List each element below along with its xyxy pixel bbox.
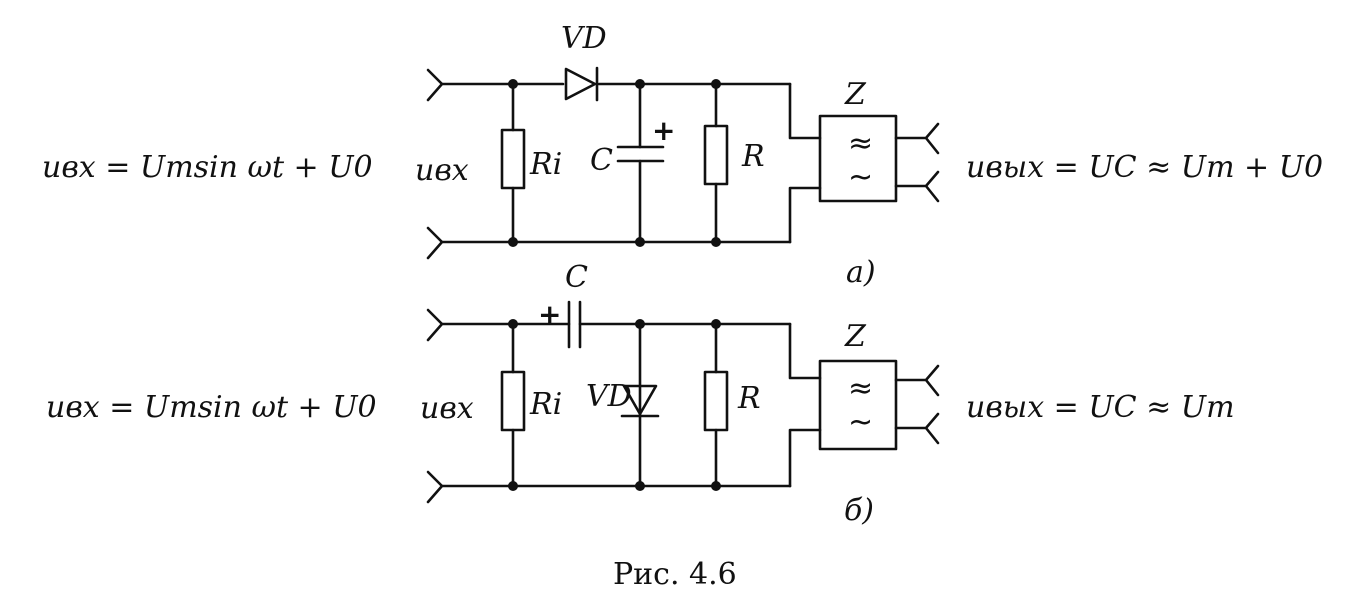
ri-label-b: Ri (529, 387, 562, 422)
r-label-b: R (737, 381, 761, 416)
output-formula-a: uвых = UC ≈ Um + U0 (966, 150, 1323, 185)
capacitor-label-a: C (590, 143, 613, 178)
input-terminal-top-a (426, 68, 444, 102)
resistor-r-a (703, 82, 729, 244)
ri-label-a: Ri (529, 147, 562, 182)
junction-dots-b (508, 319, 721, 491)
filter-feed-b (788, 322, 822, 488)
diode-label-a: VD (561, 21, 607, 56)
figure-caption: Рис. 4.6 (613, 557, 737, 592)
filter-symbol-top-b: ≈ (848, 371, 873, 406)
filter-symbol-bottom-b: ~ (848, 405, 873, 440)
filter-z-a: ≈ ~ (818, 114, 898, 203)
filter-label-b: Z (844, 319, 867, 354)
circuit-a: ≈ ~ uвх = Umsin ωt + U0 uвх Ri VD C + R … (42, 21, 1323, 290)
output-terminals-a (894, 122, 940, 203)
resistor-r-b (703, 322, 729, 488)
input-terminal-top-b (426, 308, 444, 342)
filter-label-a: Z (844, 77, 867, 112)
capacitor-c-a (616, 82, 665, 244)
subfigure-label-b: б) (844, 493, 874, 528)
resistor-ri-a (500, 82, 526, 244)
filter-symbol-top-a: ≈ (848, 126, 873, 161)
resistor-ri-b (500, 322, 526, 488)
diode-label-b: VD (586, 379, 632, 414)
filter-symbol-bottom-a: ~ (848, 160, 873, 195)
input-terminal-bottom-a (426, 226, 444, 260)
capacitor-label-b: C (565, 260, 588, 295)
input-label-b: uвх (420, 391, 474, 426)
subfigure-label-a: a) (846, 255, 876, 290)
filter-z-b: ≈ ~ (818, 359, 898, 451)
input-formula-a: uвх = Umsin ωt + U0 (42, 150, 373, 185)
circuit-b: ≈ ~ uвх = Umsin ωt + U0 uвх Ri C + VD R … (46, 260, 1235, 528)
diode-vd-a (564, 66, 599, 102)
filter-feed-a (788, 82, 822, 244)
input-label-a: uвх (415, 153, 469, 188)
r-label-a: R (741, 139, 765, 174)
junction-dots-a (508, 79, 721, 247)
input-terminal-bottom-b (426, 470, 444, 504)
output-terminals-b (894, 364, 940, 445)
diode-vd-b (620, 322, 660, 488)
input-formula-b: uвх = Umsin ωt + U0 (46, 390, 377, 425)
capacitor-plus-b: + (538, 298, 561, 331)
capacitor-c-b (567, 300, 582, 349)
capacitor-plus-a: + (652, 114, 675, 147)
output-formula-b: uвых = UC ≈ Um (966, 390, 1235, 425)
